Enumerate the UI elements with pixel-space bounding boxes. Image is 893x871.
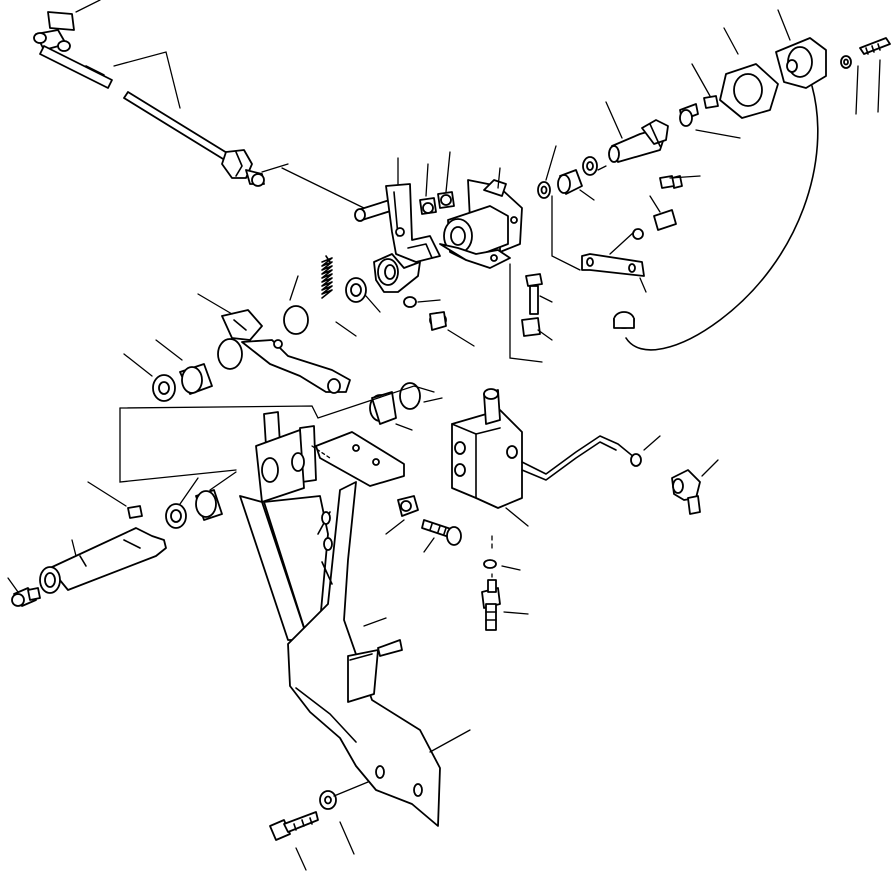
brake-pedal (287, 481, 441, 827)
cam-lever-upper (373, 243, 433, 293)
control-rod (33, 11, 265, 187)
bushing (165, 489, 223, 529)
electrical-wire (613, 85, 819, 351)
pivot-housing (439, 179, 523, 269)
rod-leaders (75, 0, 369, 211)
shaft-leaders (7, 471, 237, 593)
hydraulic-line (521, 435, 641, 481)
nut (419, 191, 455, 215)
valve-leaders (491, 435, 719, 615)
bracket (385, 183, 441, 263)
nut (397, 495, 419, 517)
bolt (429, 311, 447, 331)
upper-leaders (123, 9, 881, 431)
fastener (840, 37, 891, 69)
shaft (39, 505, 167, 594)
bolt (269, 781, 369, 841)
washer (345, 277, 417, 308)
cam-lever (217, 305, 351, 394)
elbow-fitting (630, 453, 701, 515)
center-leaders (385, 519, 435, 553)
pedal-bracket (239, 411, 405, 645)
bushing (537, 156, 598, 199)
bolt (421, 519, 462, 546)
bolt (521, 273, 543, 337)
bushing (152, 363, 421, 425)
grease-fitting (11, 587, 41, 607)
sensor-switch (679, 37, 827, 127)
cam-shaft (608, 119, 669, 163)
assembly-frame-lines (119, 195, 581, 483)
spring (321, 255, 333, 299)
connection-line (311, 445, 331, 459)
valve-body (451, 388, 523, 509)
bleeder-fitting (481, 559, 501, 631)
clip-bracket (581, 175, 683, 277)
lower-leaders (295, 617, 471, 871)
